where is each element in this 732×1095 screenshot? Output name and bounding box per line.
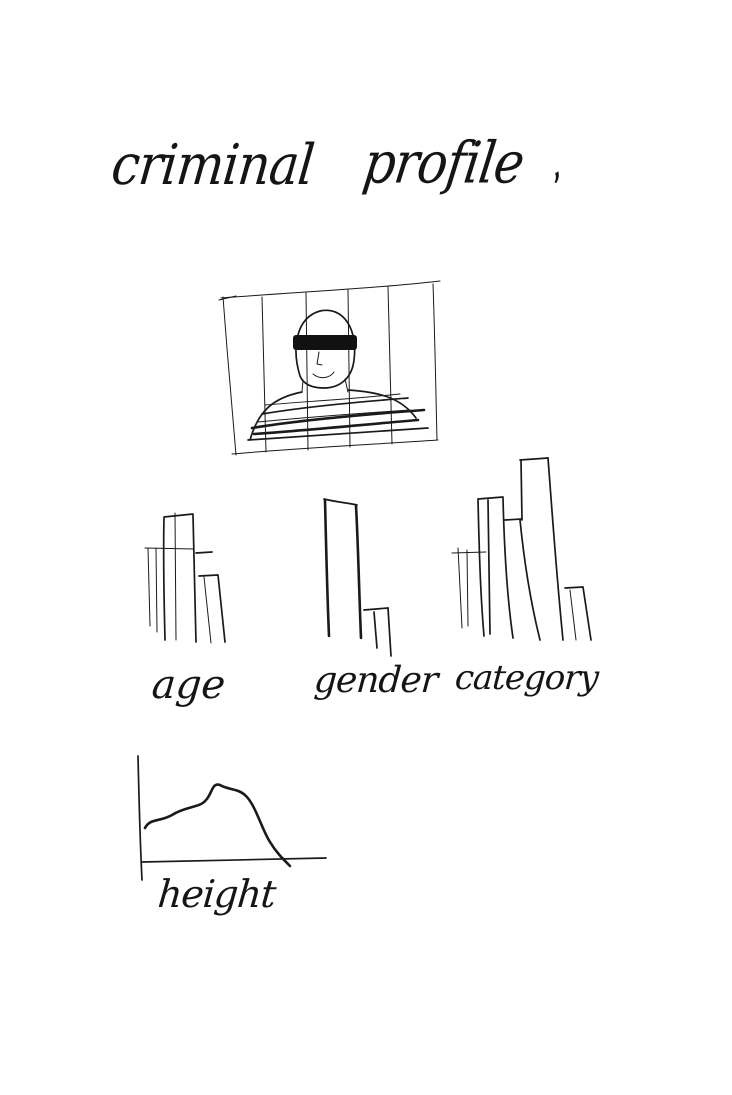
height-chart — [137, 755, 327, 881]
height-chart-label: height — [156, 872, 278, 916]
gender-chart — [323, 498, 392, 657]
height-y-axis — [137, 755, 143, 881]
height-curve — [143, 783, 292, 868]
redaction-bar — [293, 335, 357, 350]
category-bar-2 — [502, 497, 514, 639]
age-chart — [144, 512, 226, 644]
suspect-photo — [218, 280, 441, 456]
gender-bar-2 — [363, 607, 389, 611]
category-chart-label: category — [453, 658, 600, 698]
category-bar-3 — [519, 519, 541, 641]
gender-chart-label: gender — [312, 660, 439, 701]
page-title-left: criminal — [108, 132, 317, 198]
height-x-axis — [141, 857, 327, 863]
suspect-head — [293, 309, 357, 393]
category-bar-4 — [519, 457, 549, 461]
gender-bar-1 — [323, 498, 331, 638]
age-bar-3 — [198, 574, 226, 643]
category-bar-5 — [564, 586, 592, 641]
age-chart-label: age — [149, 662, 228, 708]
suspect-body — [247, 389, 429, 441]
category-chart — [451, 457, 592, 641]
page-title-right: profile — [359, 129, 528, 197]
category-bar-1 — [477, 499, 485, 637]
age-bar-1 — [162, 517, 166, 641]
age-bar-2 — [192, 514, 197, 643]
